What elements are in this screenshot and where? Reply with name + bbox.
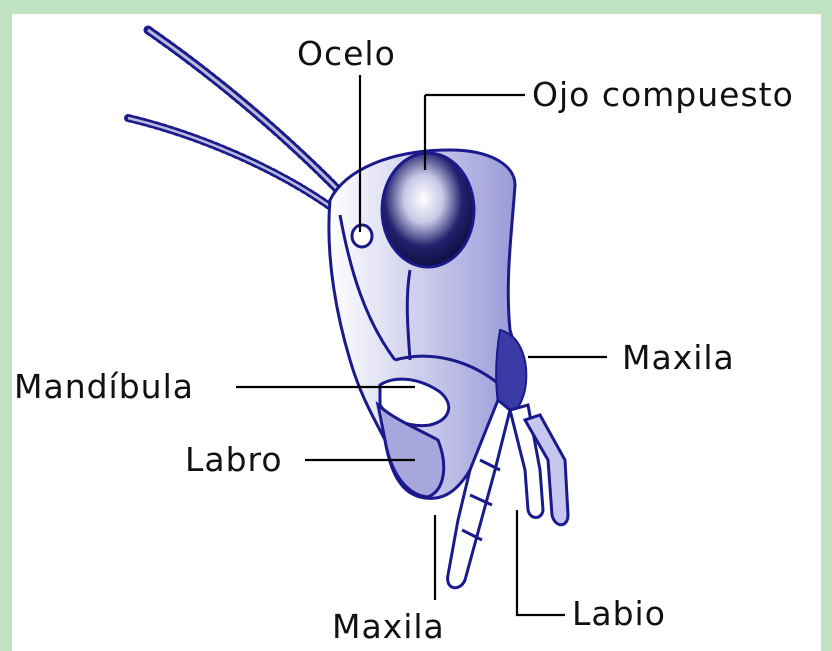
label-ojo-compuesto: Ojo compuesto: [532, 78, 794, 111]
label-maxila-right: Maxila: [622, 341, 735, 374]
antenna-lower-outline: [128, 118, 335, 210]
label-labro: Labro: [185, 443, 283, 476]
label-ocelo: Ocelo: [297, 37, 396, 70]
compound-eye: [382, 153, 474, 267]
label-maxila-bottom: Maxila: [332, 610, 445, 643]
antenna-lower: [128, 118, 335, 210]
label-labio: Labio: [572, 597, 666, 630]
leader-labio: [517, 510, 565, 615]
label-mandibula: Mandíbula: [14, 370, 194, 403]
ocellus: [352, 225, 372, 247]
